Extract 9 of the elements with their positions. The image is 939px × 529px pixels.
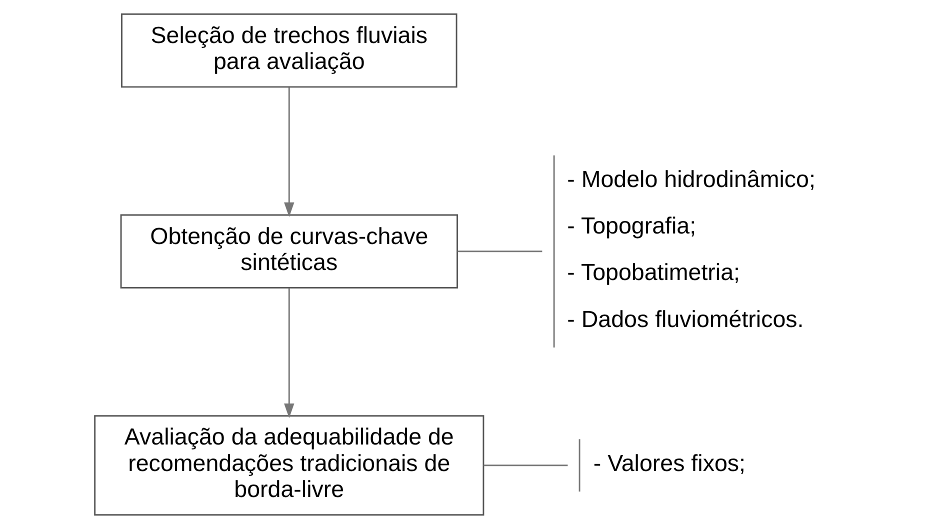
node-box: Seleção de trechos fluviais para avaliação [120,13,457,88]
arrow [284,87,294,217]
connector [457,250,542,252]
connector [483,464,568,466]
node-box: Avaliação da adequabilidade de recomendações tradicionais de borda-livre [94,415,484,516]
node-text: - Modelo hidrodinâmico; - Topografia; - Topobatimetria; - Dados fluviométricos. [566,166,815,332]
arrow [284,288,294,418]
node-box: Obtenção de curvas-chave sintéticas [120,214,458,289]
node-text: - Valores fixos; [592,450,745,476]
